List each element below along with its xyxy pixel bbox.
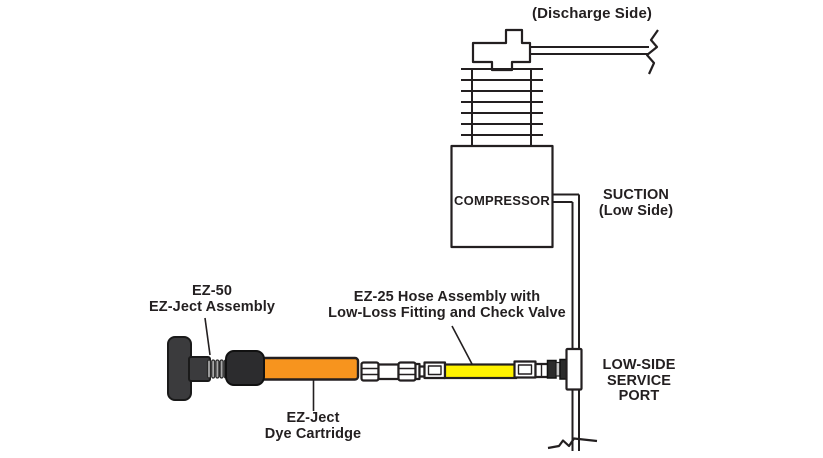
compressor-label: COMPRESSOR (454, 193, 550, 209)
fin-stack-body (471, 69, 532, 146)
suction-label: SUCTION (Low Side) (598, 187, 674, 219)
suction-label-line2: (Low Side) (598, 202, 674, 219)
dye-cartridge-label: EZ-Ject Dye Cartridge (264, 410, 362, 442)
compressor-box (450, 144, 554, 249)
low-loss-fitting-cap (546, 359, 557, 379)
ez25-label-line2: Low-Loss Fitting and Check Valve (328, 304, 566, 321)
hex-nut-facet-lines (361, 367, 379, 376)
thread-coil (215, 359, 220, 379)
port-label-line2: SERVICE (606, 372, 672, 389)
hose-crimp-sleeve (513, 360, 537, 379)
hose-crimp-window (427, 365, 442, 376)
ez25-hose-label: EZ-25 Hose Assembly with Low-Loss Fittin… (328, 289, 566, 321)
discharge-side-label: (Discharge Side) (532, 6, 652, 22)
port-label-line3: PORT (618, 388, 660, 404)
ez25-label-line1: EZ-25 Hose Assembly with (353, 289, 541, 305)
hex-nut-fitting (397, 361, 417, 382)
thread-coil (206, 359, 212, 379)
hose-crimp-window (517, 364, 533, 375)
t-handle-stub (188, 356, 211, 382)
discharge-pipe (530, 46, 649, 55)
fitting-barrel (377, 363, 400, 381)
ez50-assembly-label: EZ-50 EZ-Ject Assembly (149, 283, 275, 315)
compressor-text: COMPRESSOR (454, 193, 550, 208)
ez25-hose (443, 363, 518, 380)
hex-nut-fitting (360, 361, 380, 382)
discharge-side-text: (Discharge Side) (532, 5, 652, 22)
dye-cartridge-label-line2: Dye Cartridge (264, 425, 362, 442)
ez50-label-line1: EZ-50 (191, 283, 232, 299)
cooling-fins (461, 68, 543, 136)
thread-coil (211, 359, 216, 379)
low-side-service-port-block (565, 347, 583, 391)
thread-coil (219, 359, 224, 379)
hex-nut-facet-lines (398, 367, 416, 376)
dye-cartridge-label-line1: EZ-Ject (286, 410, 340, 426)
hose-crimp-sleeve (423, 361, 447, 380)
coupler-knob (225, 350, 265, 386)
ez25-leader-line (451, 325, 473, 365)
suction-pipe (553, 193, 580, 451)
pipe-break-suction-icon (547, 437, 598, 450)
ez50-label-line2: EZ-Ject Assembly (149, 298, 275, 315)
pipe-break-discharge-icon (645, 29, 659, 75)
low-side-service-port-label: LOW-SIDE SERVICE PORT (602, 357, 676, 405)
discharge-fitting (471, 28, 532, 72)
suction-label-line1: SUCTION (603, 187, 669, 203)
ez50-leader-line (204, 317, 211, 356)
t-handle (167, 336, 192, 401)
dye-cartridge-body (255, 356, 360, 381)
port-label-line1: LOW-SIDE (602, 357, 676, 373)
